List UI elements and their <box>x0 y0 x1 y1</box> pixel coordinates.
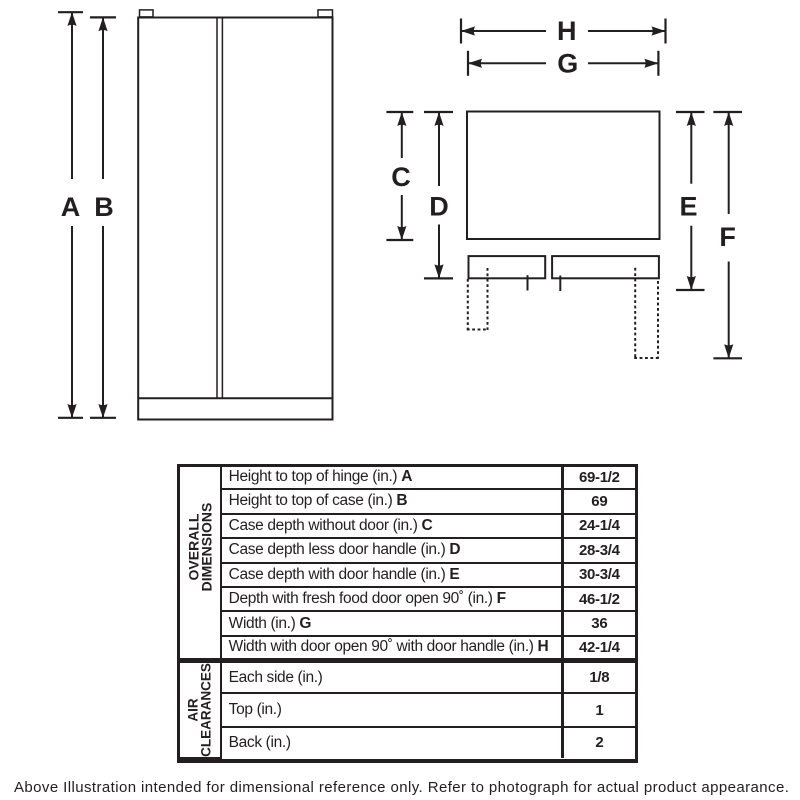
svg-text:E: E <box>679 191 697 221</box>
svg-text:C: C <box>391 162 411 192</box>
svg-text:A: A <box>61 192 81 222</box>
svg-text:F: F <box>719 222 736 252</box>
svg-text:H: H <box>557 16 577 46</box>
svg-text:B: B <box>94 192 114 222</box>
svg-text:D: D <box>429 191 449 221</box>
svg-text:G: G <box>557 48 578 78</box>
